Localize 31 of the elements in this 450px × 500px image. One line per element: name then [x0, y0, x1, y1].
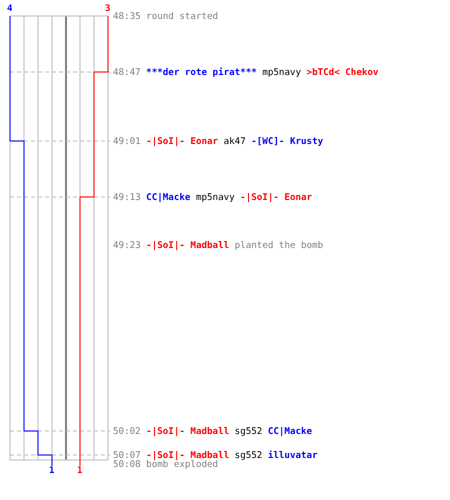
timestamp: 49:23	[113, 240, 141, 250]
player-name: -[WC]- Krusty	[251, 136, 324, 146]
player-count: 3	[105, 4, 110, 14]
event-text: round started	[146, 10, 218, 22]
player-name: -|SoI|- Eonar	[240, 192, 312, 202]
event-text: planted the bomb	[234, 240, 324, 250]
weapon-name: mp5navy	[196, 192, 235, 202]
timestamp: 50:02	[113, 426, 141, 436]
timestamp: 50:08	[113, 458, 141, 470]
weapon-name: sg552	[234, 450, 262, 460]
weapon-name: mp5navy	[262, 66, 302, 78]
player-name: -|SoI|- Eonar	[146, 136, 218, 146]
player-name: illuvatar	[268, 450, 318, 460]
player-name: >bTCd< Chekov	[306, 66, 378, 78]
weapon-name: ak47	[224, 136, 246, 146]
weapon-name: sg552	[234, 426, 262, 436]
player-name: -|SoI|- Madball	[146, 240, 230, 250]
player-name: -|SoI|- Madball	[146, 426, 230, 436]
timestamp: 49:01	[113, 136, 141, 146]
timestamp: 48:35	[113, 10, 141, 22]
player-name: CC|Macke	[146, 192, 190, 202]
timestamp: 50:07	[113, 450, 141, 460]
player-name: ***der rote pirat***	[146, 66, 257, 78]
player-name: -|SoI|- Madball	[146, 450, 230, 460]
timestamp: 48:47	[113, 66, 141, 78]
player-count: 1	[49, 466, 54, 476]
timestamp: 49:13	[113, 192, 141, 202]
player-count: 1	[77, 466, 82, 476]
player-count: 4	[7, 4, 12, 14]
event-text: bomb exploded	[146, 458, 218, 470]
player-name: CC|Macke	[268, 426, 312, 436]
